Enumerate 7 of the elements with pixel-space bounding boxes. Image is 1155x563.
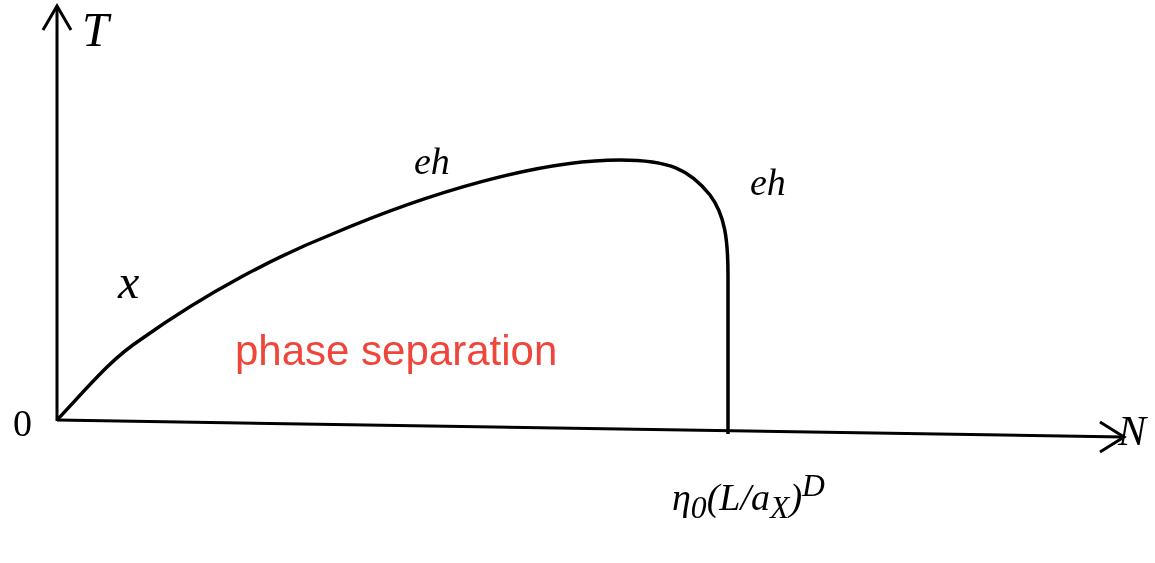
curve-label: x [118, 258, 140, 306]
curve-label: eh [414, 142, 450, 180]
tick-label: η$_{0}$(L/a$_{X}$)$^{D}$ [672, 470, 825, 524]
origin-label: 0 [13, 404, 32, 442]
curve-label: eh [750, 163, 786, 201]
region-label: phase separation [235, 330, 558, 372]
axis-label: N [1118, 410, 1146, 452]
